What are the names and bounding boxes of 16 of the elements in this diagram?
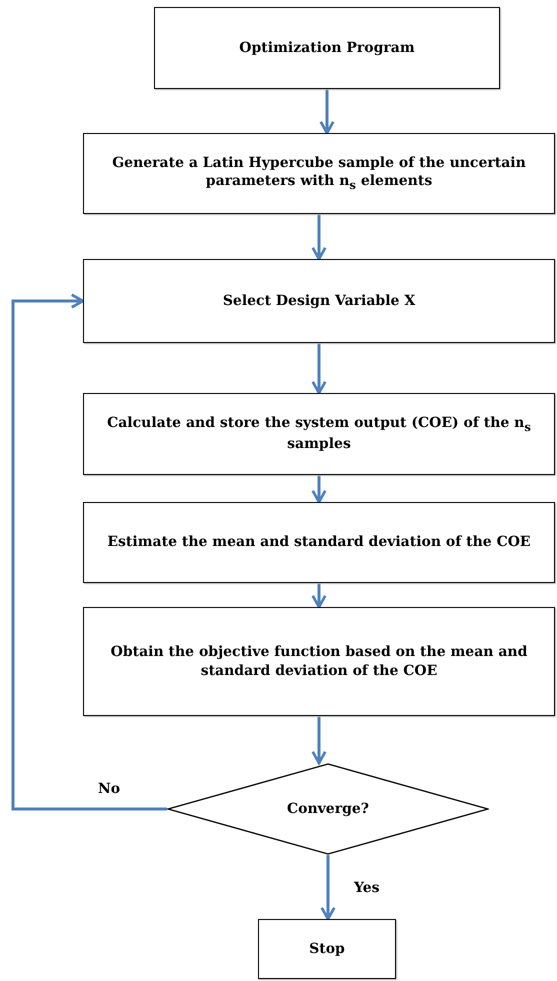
process-box: Generate a Latin Hypercube sample of the uncertain parameters with n$_{s}$ elements [83, 133, 555, 214]
arrow [311, 214, 327, 260]
process-box: Calculate and store the system output (COE) of the n$_{s}$ samples [83, 393, 555, 475]
arrow [311, 343, 327, 394]
process-box: Estimate the mean and standard deviation of the COE [83, 502, 555, 583]
arrow [319, 89, 335, 134]
process-box: Select Design Variable X [83, 259, 555, 343]
process-box: Optimization Program [154, 7, 500, 89]
arrow [12, 293, 167, 810]
arrow [311, 475, 327, 504]
decision-diamond: Converge? [167, 763, 489, 855]
arrow [320, 855, 336, 920]
arrow [311, 716, 327, 764]
process-box: Obtain the objective function based on the mean and standard deviation of the COE [83, 607, 555, 716]
arrow [311, 583, 327, 608]
terminal-box: Stop [258, 919, 396, 979]
